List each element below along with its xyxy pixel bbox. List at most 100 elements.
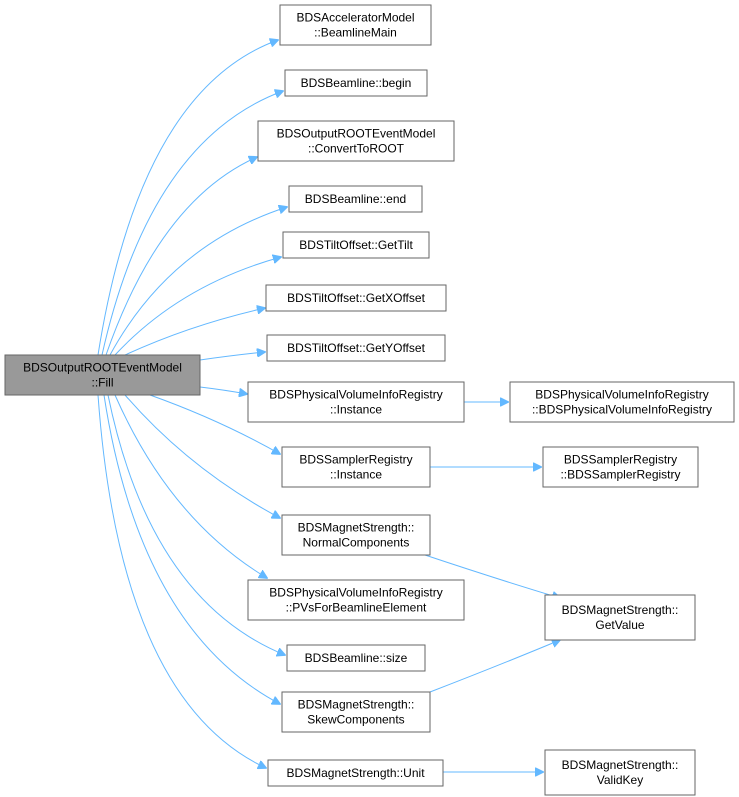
- node-label: BDSBeamline::size: [305, 651, 408, 665]
- node-label-line: BDSSamplerRegistry: [299, 453, 412, 467]
- edge-root-to-n1: [97, 40, 278, 356]
- node-label-line: BDSPhysicalVolumeInfoRegistry: [535, 388, 708, 402]
- node-label-line: ::BeamlineMain: [314, 26, 397, 40]
- graph-node[interactable]: BDSTiltOffset::GetTilt: [282, 231, 430, 259]
- graph-node[interactable]: BDSPhysicalVolumeInfoRegistry::PVsForBea…: [247, 579, 465, 621]
- node-label: BDSTiltOffset::GetXOffset: [287, 291, 425, 305]
- node-label: BDSMagnetStrength::Unit: [286, 766, 425, 780]
- nodes-layer: BDSOutputROOTEventModel::Fill BDSAccelera…: [4, 4, 735, 796]
- node-label: BDSMagnetStrength::ValidKey: [562, 758, 679, 787]
- node-label-line: BDSSamplerRegistry: [564, 453, 677, 467]
- node-label-line: BDSBeamline::size: [305, 651, 408, 665]
- node-label-line: BDSTiltOffset::GetTilt: [299, 238, 413, 252]
- node-label-line: BDSTiltOffset::GetYOffset: [287, 341, 425, 355]
- edge-root-to-n4: [109, 207, 287, 356]
- node-label: BDSTiltOffset::GetTilt: [299, 238, 413, 252]
- node-label: BDSMagnetStrength::NormalComponents: [298, 521, 415, 550]
- edge-root-to-n3: [105, 157, 257, 356]
- edge-root-to-n16: [103, 394, 280, 704]
- edge-root-to-n6: [124, 308, 265, 356]
- edge-root-to-n7: [199, 352, 265, 361]
- node-label-line: BDSOutputROOTEventModel: [23, 361, 182, 375]
- graph-node[interactable]: BDSMagnetStrength::GetValue: [544, 594, 696, 641]
- graph-node[interactable]: BDSMagnetStrength::ValidKey: [544, 749, 696, 796]
- node-box: [286, 644, 426, 672]
- node-label-line: BDSMagnetStrength::: [298, 521, 415, 535]
- node-label-line: BDSBeamline::begin: [301, 76, 412, 90]
- edge-root-to-n5: [114, 257, 281, 356]
- node-box: [265, 284, 447, 312]
- node-label: BDSSamplerRegistry::Instance: [299, 453, 412, 482]
- node-label: BDSMagnetStrength::SkewComponents: [298, 698, 415, 727]
- node-label: BDSPhysicalVolumeInfoRegistry::Instance: [269, 388, 442, 417]
- node-box: [4, 354, 201, 396]
- node-box: [509, 381, 735, 423]
- graph-node[interactable]: BDSOutputROOTEventModel::ConvertToROOT: [257, 120, 455, 162]
- node-box: [282, 231, 430, 259]
- node-label-line: ::BDSSamplerRegistry: [560, 468, 680, 482]
- node-box: [279, 4, 432, 46]
- edges-layer: [97, 40, 560, 772]
- node-box: [544, 594, 696, 641]
- edge-n16-to-n14: [429, 640, 560, 693]
- graph-node[interactable]: BDSAcceleratorModel::BeamlineMain: [279, 4, 432, 46]
- node-box: [281, 446, 431, 488]
- node-label: BDSSamplerRegistry::BDSSamplerRegistry: [560, 453, 680, 482]
- node-label-line: BDSMagnetStrength::: [562, 603, 679, 617]
- node-label: BDSMagnetStrength::GetValue: [562, 603, 679, 632]
- graph-node[interactable]: BDSTiltOffset::GetXOffset: [265, 284, 447, 312]
- node-label-line: BDSMagnetStrength::Unit: [286, 766, 425, 780]
- node-label: BDSPhysicalVolumeInfoRegistry::PVsForBea…: [269, 586, 442, 615]
- node-label-line: ValidKey: [597, 773, 643, 787]
- node-label-line: BDSBeamline::end: [305, 192, 406, 206]
- edge-root-to-n8: [199, 386, 247, 394]
- graph-node[interactable]: BDSMagnetStrength::Unit: [267, 759, 444, 787]
- edge-root-to-n12: [124, 394, 280, 518]
- graph-node[interactable]: BDSMagnetStrength::SkewComponents: [281, 691, 431, 733]
- node-box: [247, 381, 465, 423]
- graph-node[interactable]: BDSBeamline::end: [288, 185, 423, 213]
- node-label-line: ::PVsForBeamlineElement: [286, 601, 427, 615]
- edge-n12-to-n14: [424, 554, 560, 598]
- node-box: [247, 579, 465, 621]
- edge-root-to-n2: [101, 91, 283, 356]
- node-label: BDSAcceleratorModel::BeamlineMain: [296, 11, 414, 40]
- node-box: [267, 759, 444, 787]
- node-label-line: BDSPhysicalVolumeInfoRegistry: [269, 388, 442, 402]
- edge-root-to-n15: [107, 394, 285, 655]
- root-node: BDSOutputROOTEventModel::Fill: [4, 354, 201, 396]
- graph-node[interactable]: BDSMagnetStrength::NormalComponents: [281, 514, 431, 556]
- graph-node[interactable]: BDSPhysicalVolumeInfoRegistry::BDSPhysic…: [509, 381, 735, 423]
- edge-root-to-n13: [114, 394, 267, 578]
- node-label: BDSOutputROOTEventModel::ConvertToROOT: [277, 127, 436, 156]
- node-label: BDSOutputROOTEventModel::Fill: [23, 361, 182, 390]
- node-label-line: ::Instance: [330, 468, 382, 482]
- node-label-line: GetValue: [595, 618, 644, 632]
- node-box: [288, 185, 423, 213]
- node-box: [266, 334, 446, 362]
- node-label-line: BDSTiltOffset::GetXOffset: [287, 291, 425, 305]
- edge-root-to-n17: [97, 394, 266, 768]
- node-label-line: NormalComponents: [303, 536, 410, 550]
- graph-node[interactable]: BDSPhysicalVolumeInfoRegistry::Instance: [247, 381, 465, 423]
- node-label-line: ::Fill: [92, 376, 114, 390]
- graph-node[interactable]: BDSBeamline::begin: [284, 69, 428, 97]
- node-label: BDSBeamline::end: [305, 192, 406, 206]
- graph-node[interactable]: BDSSamplerRegistry::BDSSamplerRegistry: [542, 446, 699, 488]
- node-label-line: BDSMagnetStrength::: [298, 698, 415, 712]
- node-label: BDSBeamline::begin: [301, 76, 412, 90]
- edge-root-to-n10: [149, 394, 280, 454]
- graph-node[interactable]: BDSSamplerRegistry::Instance: [281, 446, 431, 488]
- node-box: [542, 446, 699, 488]
- node-label: BDSPhysicalVolumeInfoRegistry::BDSPhysic…: [532, 388, 712, 417]
- node-label-line: BDSAcceleratorModel: [296, 11, 414, 25]
- graph-node[interactable]: BDSTiltOffset::GetYOffset: [266, 334, 446, 362]
- node-label-line: ::Instance: [330, 403, 382, 417]
- node-label-line: ::ConvertToROOT: [308, 142, 405, 156]
- graph-node[interactable]: BDSBeamline::size: [286, 644, 426, 672]
- node-box: [544, 749, 696, 796]
- node-label-line: BDSMagnetStrength::: [562, 758, 679, 772]
- node-box: [257, 120, 455, 162]
- node-label-line: BDSPhysicalVolumeInfoRegistry: [269, 586, 442, 600]
